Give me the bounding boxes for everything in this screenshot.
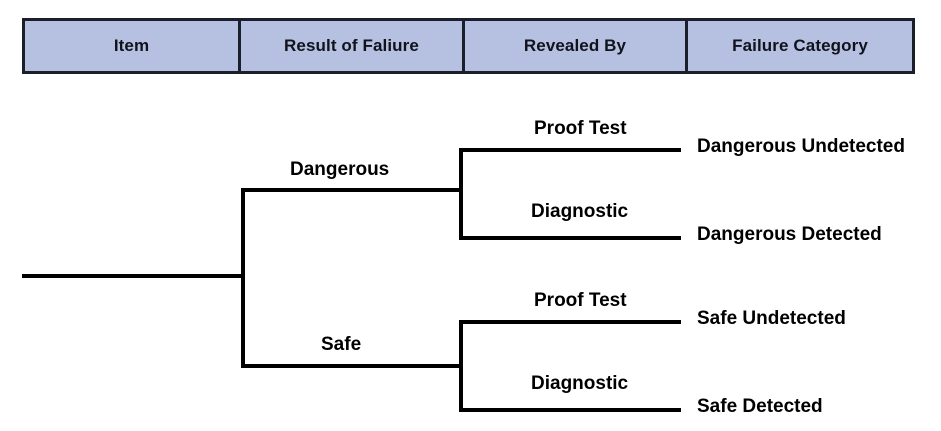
branch-label-safe-diagnostic: Diagnostic	[531, 373, 629, 394]
tree-line-dangerous-detected	[459, 236, 681, 240]
tree-line-dangerous-branch	[241, 188, 463, 192]
branch-label-dangerous-proof-test: Proof Test	[534, 118, 627, 139]
branch-label-dangerous-diagnostic: Diagnostic	[531, 201, 629, 222]
tree-line-trunk-vertical	[241, 188, 245, 368]
header-cell-item: Item	[25, 21, 241, 71]
leaf-label-safe-detected: Safe Detected	[697, 396, 823, 417]
header-cell-failure-category: Failure Category	[732, 36, 868, 55]
branch-label-safe-proof-test: Proof Test	[534, 290, 627, 311]
failure-category-header-table: Item Result of Faliure Revealed By Failu…	[22, 18, 915, 74]
tree-line-dangerous-fork-vertical	[459, 148, 463, 240]
tree-line-safe-detected	[459, 408, 681, 412]
leaf-label-dangerous-detected: Dangerous Detected	[697, 224, 882, 245]
branch-label-dangerous: Dangerous	[290, 159, 390, 180]
tree-line-safe-undetected	[459, 320, 681, 324]
header-cell-revealed-by: Revealed By	[465, 21, 688, 71]
leaf-label-safe-undetected: Safe Undetected	[697, 308, 846, 329]
tree-line-safe-branch	[241, 364, 463, 368]
header-cell-result-of-failure: Result of Faliure	[241, 21, 465, 71]
tree-line-dangerous-undetected	[459, 148, 681, 152]
branch-label-safe: Safe	[321, 334, 362, 355]
leaf-label-dangerous-undetected: Dangerous Undetected	[697, 136, 905, 157]
tree-line-root-stem	[22, 274, 245, 278]
tree-line-safe-fork-vertical	[459, 320, 463, 412]
